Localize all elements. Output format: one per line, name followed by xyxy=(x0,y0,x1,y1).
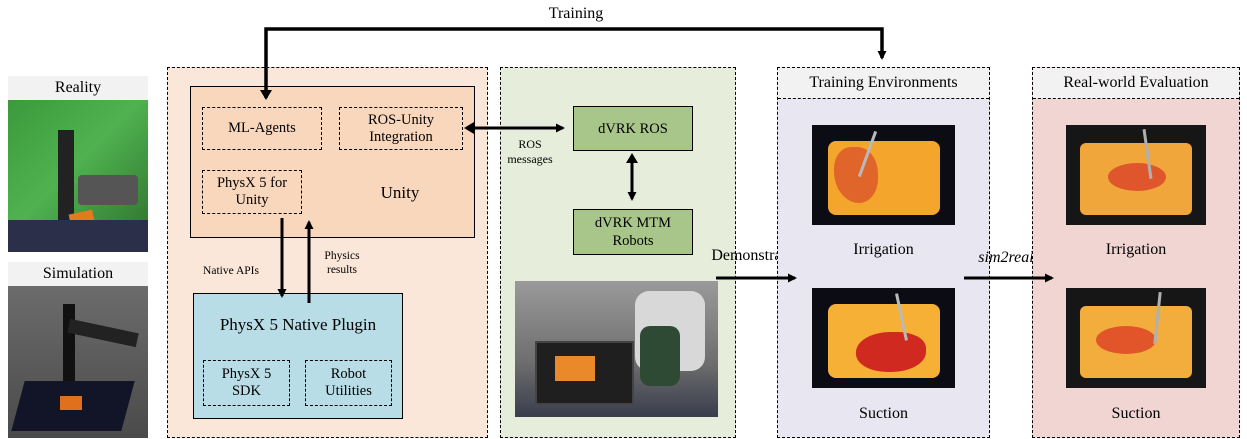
unity-label: Unity xyxy=(380,183,420,202)
physx-unity-line2: Unity xyxy=(235,192,269,208)
real-suction-label: Suction xyxy=(1111,405,1161,422)
ml-agents-text: ML-Agents xyxy=(228,120,296,136)
robot-util-line2: Utilities xyxy=(325,383,372,399)
physx-unity-line1: PhysX 5 for xyxy=(216,175,288,191)
robot-util-line1: Robot xyxy=(330,366,367,382)
physx-sdk-box: PhysX 5 SDK xyxy=(203,360,290,406)
real-irrigation-label: Irrigation xyxy=(1105,241,1167,258)
dvrk-ros-text: dVRK ROS xyxy=(598,120,668,137)
training-suction-label: Suction xyxy=(859,405,908,422)
ros-unity-line1: ROS-Unity xyxy=(367,111,435,128)
ml-agents-box: ML-Agents xyxy=(202,107,322,150)
sdk-line2: SDK xyxy=(231,383,261,399)
reality-photo xyxy=(8,100,148,252)
real-suction-image xyxy=(1066,288,1206,388)
ros-messages-label: ROS messages xyxy=(495,137,565,167)
dvrk-mtm-line1: dVRK MTM xyxy=(594,215,672,231)
training-irrigation-image xyxy=(812,125,955,225)
robot-utilities-box: Robot Utilities xyxy=(305,360,392,406)
ros-unity-integration-box: ROS-Unity Integration xyxy=(339,107,463,150)
operator-photo xyxy=(515,281,718,417)
ros-unity-line2: Integration xyxy=(369,128,433,145)
real-eval-title: Real-world Evaluation xyxy=(1033,68,1239,99)
training-label: Training xyxy=(548,5,604,22)
simulation-label: Simulation xyxy=(8,262,148,286)
training-env-title: Training Environments xyxy=(778,68,989,99)
native-apis-label: Native APIs xyxy=(203,265,259,277)
physics-results-label: Physics results xyxy=(312,249,372,277)
sim2real-label: sim2real xyxy=(978,249,1034,266)
dvrk-mtm-line2: Robots xyxy=(612,233,654,249)
simulation-render xyxy=(8,286,148,438)
unity-box xyxy=(190,86,475,238)
ros-messages-line1: ROS xyxy=(518,137,542,151)
plugin-title: PhysX 5 Native Plugin xyxy=(219,315,377,334)
dvrk-mtm-box: dVRK MTM Robots xyxy=(573,209,693,255)
physics-results-line1: Physics xyxy=(324,250,360,262)
physx-for-unity-box: PhysX 5 for Unity xyxy=(202,170,302,214)
reality-label: Reality xyxy=(8,76,148,100)
physics-results-line2: results xyxy=(326,264,358,276)
physx-native-plugin-box xyxy=(193,293,403,419)
training-irrigation-label: Irrigation xyxy=(853,241,914,258)
training-suction-image xyxy=(812,288,955,388)
dvrk-ros-box: dVRK ROS xyxy=(573,106,693,151)
sdk-line1: PhysX 5 xyxy=(221,366,272,382)
real-irrigation-image xyxy=(1066,125,1206,225)
ros-messages-line2: messages xyxy=(507,152,553,166)
